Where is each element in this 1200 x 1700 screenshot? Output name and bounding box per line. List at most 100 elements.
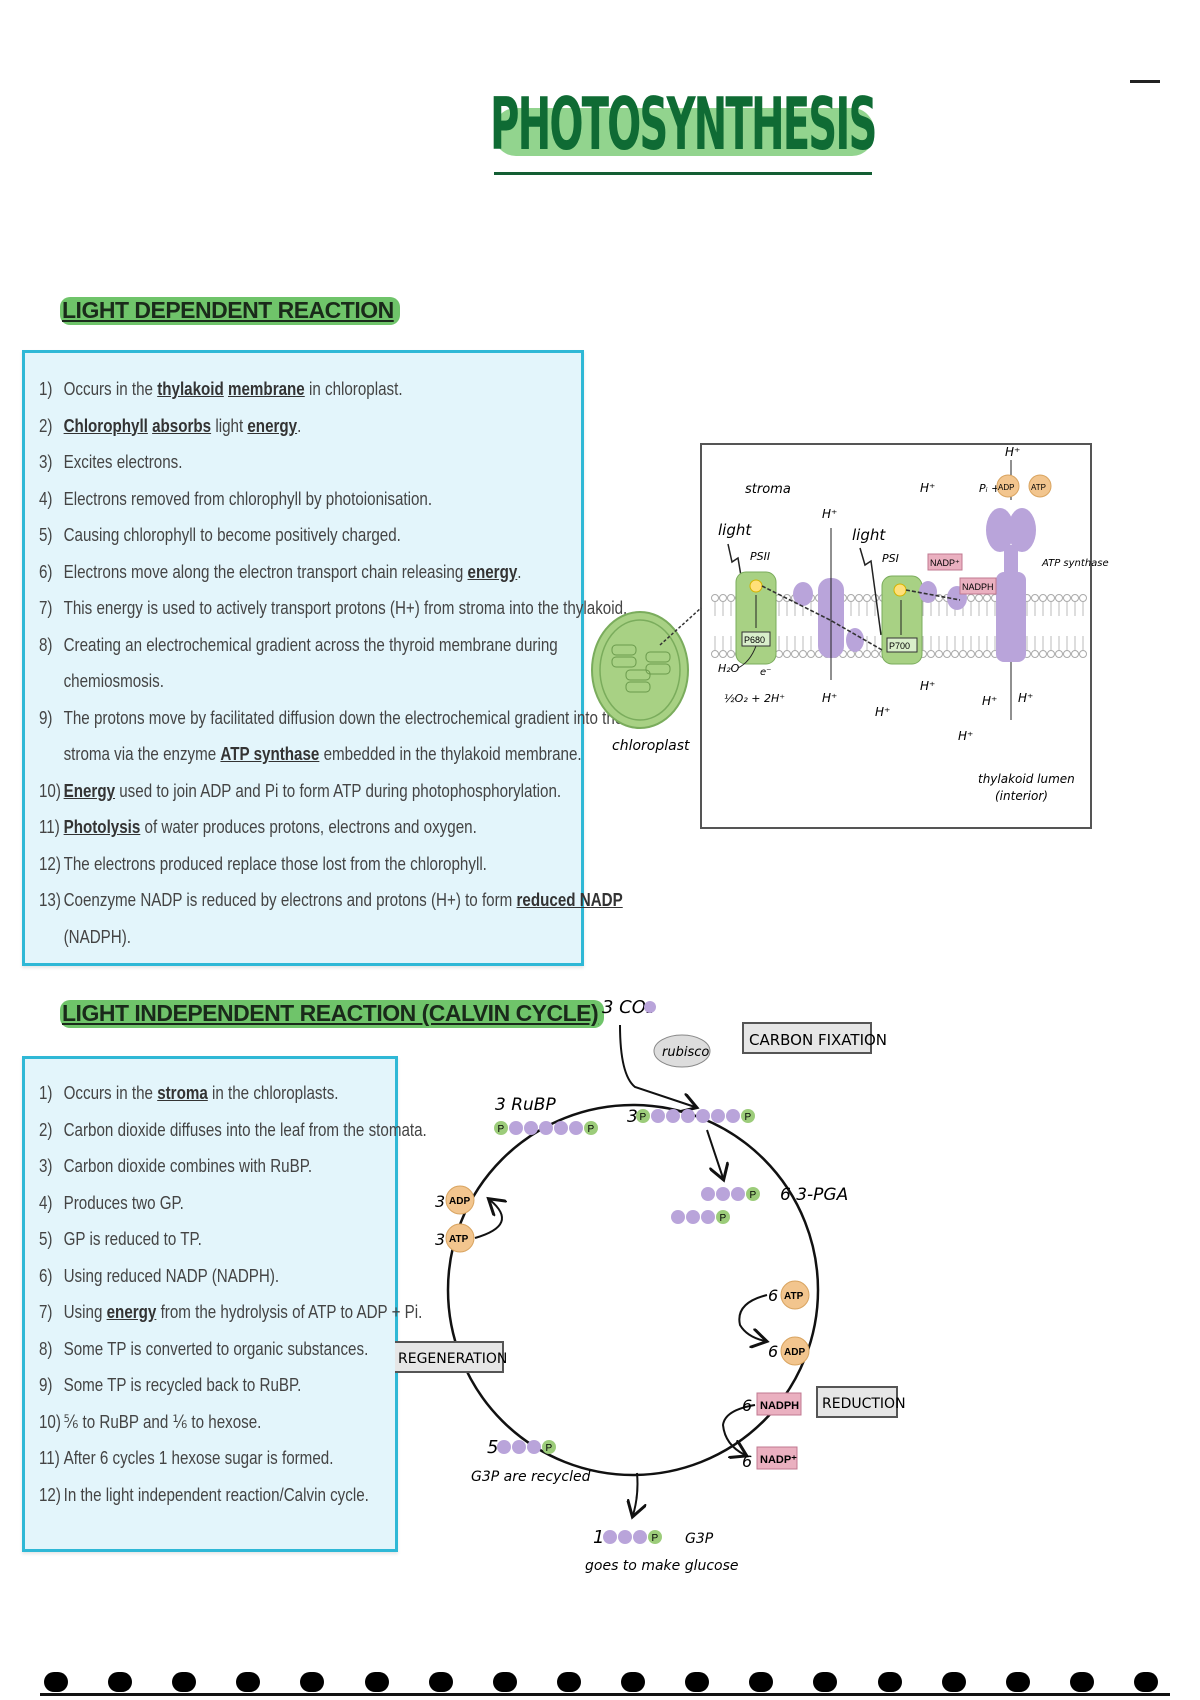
lipid-head	[1055, 594, 1063, 602]
proton-label: H⁺	[920, 679, 935, 693]
list-item: 4)Electrons removed from chlorophyll by …	[39, 481, 483, 518]
nadp6-count: 6	[742, 1452, 752, 1471]
list-item-number: 11)	[39, 1447, 60, 1468]
lipid-head	[847, 594, 855, 602]
title-underline	[494, 172, 872, 175]
list-item-text: Some TP is recycled back to RuBP.	[63, 1374, 302, 1395]
atp-synthase-label: ATP synthase	[1041, 558, 1109, 569]
light-label-2: light	[852, 526, 886, 544]
lipid-head	[719, 594, 727, 602]
light-independent-heading: LIGHT INDEPENDENT REACTION (CALVIN CYCLE…	[60, 1000, 605, 1028]
keyword: Photolysis	[63, 816, 141, 837]
list-item: 7)Using energy from the hydrolysis of AT…	[39, 1294, 422, 1331]
list-item-text: Occurs in the	[63, 1082, 158, 1103]
footer-baseline	[40, 1693, 1170, 1696]
list-item-number: 7)	[39, 597, 53, 618]
nadp-box	[756, 1446, 798, 1470]
lipid-head	[1031, 594, 1039, 602]
list-item-text: stroma via the enzyme	[63, 743, 221, 764]
list-item: 11)Photolysis of water produces protons,…	[39, 809, 483, 846]
phosphate-node	[741, 1109, 755, 1123]
lipid-head	[863, 594, 871, 602]
footer-dash	[172, 1672, 197, 1692]
regeneration-label: REGENERATION	[398, 1351, 507, 1367]
list-item: 9)The protons move by facilitated diffus…	[39, 700, 623, 737]
keyword: energy	[106, 1301, 157, 1322]
carbon-node	[524, 1121, 538, 1135]
atp-node	[445, 1223, 475, 1253]
list-item-text: Occurs in the	[63, 378, 158, 399]
footer-dash	[236, 1672, 261, 1692]
list-item: 10)⅚ to RuBP and ⅙ to hexose.	[39, 1404, 331, 1441]
minimize-icon[interactable]	[1130, 80, 1160, 83]
list-item-text: ⅚ to RuBP and ⅙ to hexose.	[63, 1410, 262, 1432]
list-item-number: 7)	[39, 1301, 53, 1322]
list-item-number: 12)	[39, 1483, 61, 1505]
phosphate-node	[636, 1109, 650, 1123]
list-item-text: Creating an electrochemical gradient acr…	[63, 633, 558, 655]
lipid-head	[871, 650, 879, 658]
g3p-output-chain: P	[603, 1530, 662, 1544]
keyword: energy	[467, 560, 518, 582]
rubp-label: 3 RuBP	[495, 1095, 556, 1115]
lipid-head	[983, 594, 991, 602]
g3p-output-label: goes to make glucose	[585, 1558, 739, 1574]
carbon-fixation-badge	[742, 1022, 872, 1054]
lipid-head	[967, 650, 975, 658]
adp-node	[780, 1336, 810, 1366]
lipid-head	[959, 650, 967, 658]
reduction-nadph-arrow	[721, 1404, 756, 1455]
footer-dash	[1069, 1672, 1094, 1692]
footer-dash	[44, 1672, 68, 1692]
list-item-text: Carbon dioxide diffuses into the leaf fr…	[63, 1118, 427, 1140]
adp-node	[445, 1185, 475, 1215]
nadph-label: NADPH	[962, 582, 994, 592]
carbon-node	[696, 1109, 710, 1123]
lumen-sub-label: (interior)	[995, 789, 1048, 803]
adp-label: ADP	[784, 1347, 805, 1358]
keyword: thylakoid	[157, 378, 224, 399]
co2-label: 3 CO₂	[602, 997, 653, 1018]
list-item-number: 5)	[39, 1228, 53, 1249]
list-item: 11)After 6 cycles 1 hexose sugar is form…	[39, 1440, 333, 1477]
footer-dash	[556, 1672, 581, 1692]
list-item: 4)Produces two GP.	[39, 1185, 331, 1222]
carbon-fixation-label: CARBON FIXATION	[749, 1031, 887, 1049]
phosphate-node	[648, 1530, 662, 1544]
list-item: chemiosmosis.	[39, 663, 483, 700]
g3p-output-count: 1	[593, 1527, 604, 1548]
list-item-number: 11)	[39, 816, 60, 837]
carbon-node	[539, 1121, 553, 1135]
footer-dash-row	[44, 1672, 1158, 1694]
light-dependent-heading-text: LIGHT DEPENDENT REACTION	[60, 297, 400, 325]
list-item: (NADPH).	[39, 919, 483, 956]
footer-dash	[749, 1672, 774, 1692]
pga-chain: P	[671, 1210, 730, 1224]
water-products-label: ½O₂ + 2H⁺	[724, 692, 785, 705]
list-item: 3)Carbon dioxide combines with RuBP.	[39, 1148, 331, 1185]
list-item: 1)Occurs in the stroma in the chloroplas…	[39, 1075, 339, 1112]
proton-label: H⁺	[1018, 691, 1033, 705]
keyword: energy	[247, 414, 298, 436]
list-item-text: Using	[63, 1301, 107, 1322]
list-item-text: Coenzyme NADP is reduced by electrons an…	[63, 889, 517, 910]
list-item-number: 10)	[39, 779, 61, 801]
lipid-head	[927, 650, 935, 658]
footer-dash	[364, 1672, 389, 1692]
nadp-label: NADP⁺	[930, 558, 960, 568]
list-item-text: The electrons produced replace those los…	[63, 852, 487, 874]
list-item: stroma via the enzyme ATP synthase embed…	[39, 736, 582, 773]
regeneration-atp-arrow	[474, 1200, 502, 1239]
keyword: stroma	[157, 1082, 208, 1103]
lipid-head	[1031, 650, 1039, 658]
light-dependent-list: 1)Occurs in the thylakoid membrane in ch…	[25, 353, 627, 956]
list-item-text: light	[211, 414, 248, 436]
phosphate-label: P	[640, 1112, 647, 1123]
list-item-text: .	[517, 560, 522, 582]
list-item: 12)In the light independent reaction/Cal…	[39, 1477, 369, 1514]
footer-dash	[1134, 1672, 1158, 1692]
electron-label: e⁻	[760, 667, 771, 678]
lipid-head	[1071, 650, 1079, 658]
